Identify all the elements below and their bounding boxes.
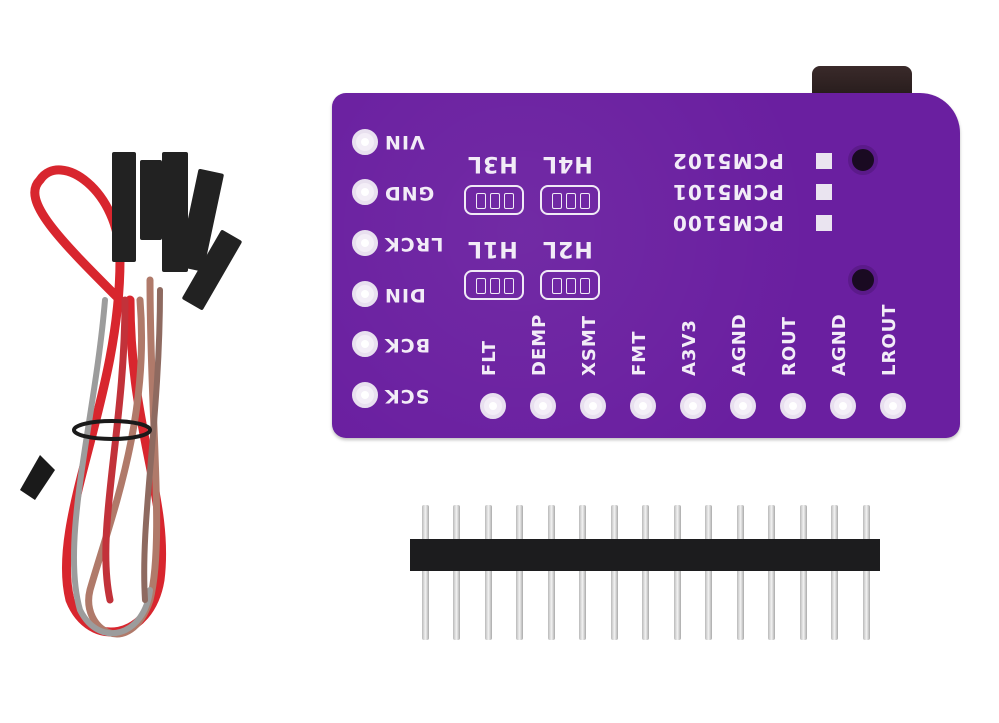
solder-jumper-h4l: [540, 185, 600, 215]
jumper-cable-bundle: [20, 152, 242, 638]
pin-pad-sck: [352, 382, 378, 408]
pin-label-gnd: GND: [384, 182, 435, 204]
header-plastic-body: [410, 539, 880, 571]
pin-label-agnd-2: AGND: [829, 313, 850, 376]
pin-pad-rout: [780, 393, 806, 419]
chip-option-pcm5100: PCM5100: [672, 211, 784, 235]
pin-label-a3v3: A3V3: [679, 319, 700, 376]
jumper-label-h3l: H3L: [467, 151, 518, 176]
chip-option-pcm5102: PCM5102: [672, 149, 784, 173]
pin-pad-agnd: [730, 393, 756, 419]
pin-label-agnd: AGND: [729, 313, 750, 376]
pin-pad-bck: [352, 331, 378, 357]
pin-pad-vin: [352, 129, 378, 155]
mounting-hole: [848, 265, 878, 295]
pin-pad-din: [352, 281, 378, 307]
pin-label-demp: DEMP: [529, 313, 550, 376]
pin-label-sck: SCK: [384, 385, 430, 407]
pin-label-vin: VIN: [384, 131, 425, 153]
pin-label-fmt: FMT: [629, 330, 650, 377]
chip-option-pcm5101: PCM5101: [672, 180, 784, 204]
pin-pad-lrck: [352, 230, 378, 256]
pin-label-rout: ROUT: [779, 315, 800, 376]
pin-label-bck: BCK: [384, 334, 431, 356]
jumper-label-h4l: H4L: [542, 151, 593, 176]
pin-pad-xsmt: [580, 393, 606, 419]
pin-pad-gnd: [352, 179, 378, 205]
pcb-board: VIN GND LRCK DIN BCK SCK H3L H4L H1L H2L…: [332, 93, 960, 438]
chip-select-box-pcm5100: [816, 215, 832, 231]
chip-select-box-pcm5102: [816, 153, 832, 169]
pin-label-flt: FLT: [479, 339, 500, 376]
pin-pad-a3v3: [680, 393, 706, 419]
chip-select-box-pcm5101: [816, 184, 832, 200]
pin-label-lrck: LRCK: [384, 233, 444, 255]
pin-label-din: DIN: [384, 284, 426, 306]
pin-pad-agnd-2: [830, 393, 856, 419]
pin-pad-fmt: [630, 393, 656, 419]
pin-pad-demp: [530, 393, 556, 419]
jumper-label-h2l: H2L: [542, 236, 593, 261]
solder-jumper-h1l: [464, 270, 524, 300]
jumper-label-h1l: H1L: [467, 236, 518, 261]
pin-pad-flt: [480, 393, 506, 419]
mounting-hole: [848, 145, 878, 175]
solder-jumper-h2l: [540, 270, 600, 300]
solder-jumper-h3l: [464, 185, 524, 215]
pin-pad-lrout: [880, 393, 906, 419]
pin-label-xsmt: XSMT: [579, 314, 600, 376]
pin-label-lrout: LROUT: [879, 303, 900, 376]
